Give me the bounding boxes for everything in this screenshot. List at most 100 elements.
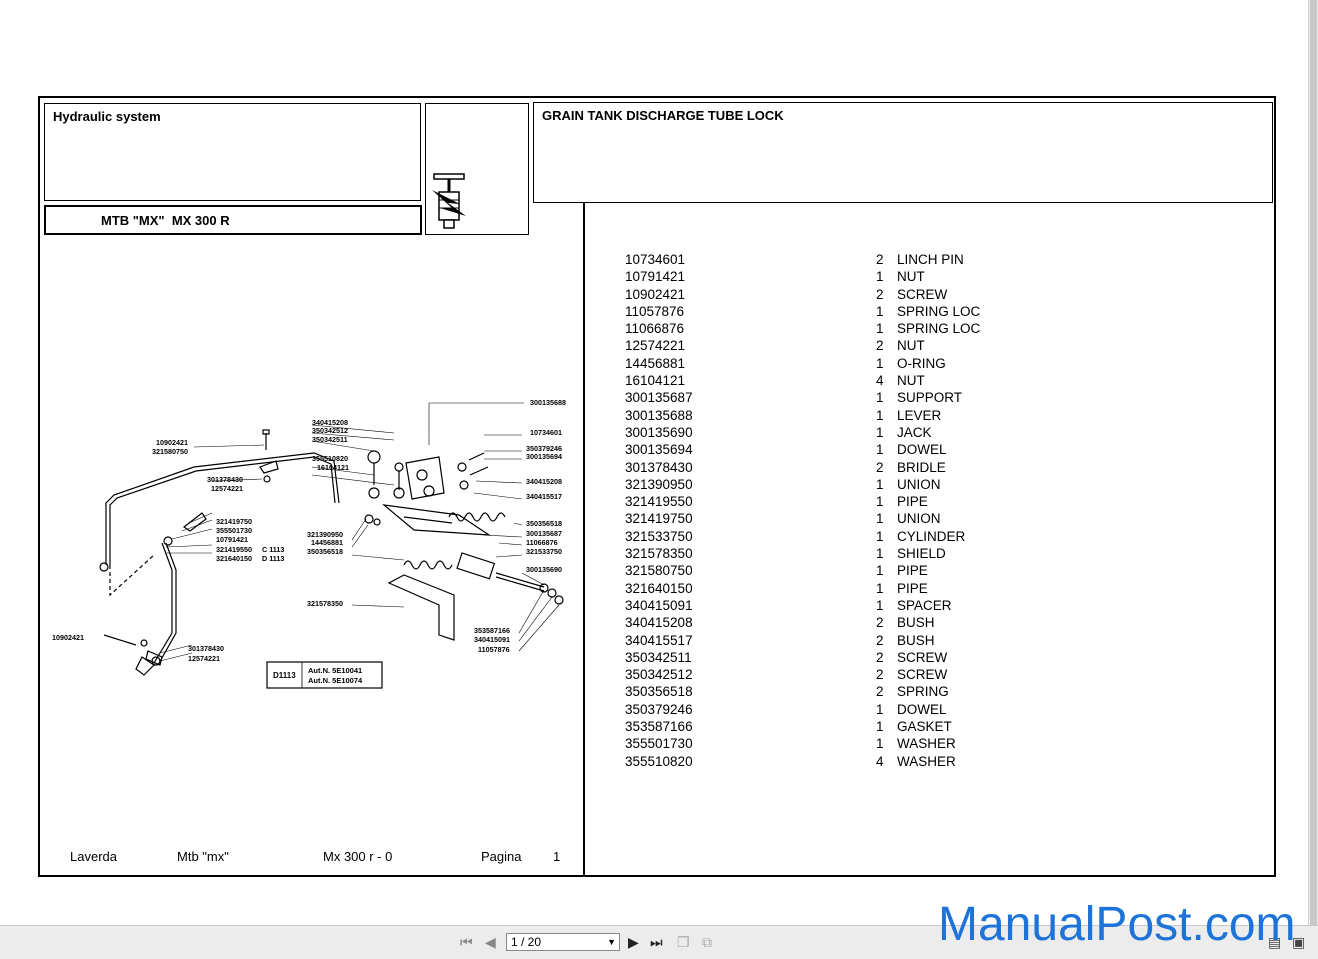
part-code: 11066876 (625, 321, 685, 337)
column-divider (583, 203, 585, 877)
diagram-label: 340415208 (312, 418, 348, 427)
vertical-scrollbar[interactable] (1308, 0, 1318, 925)
zoom-icon[interactable]: ⧉ (702, 934, 712, 950)
chevron-down-icon[interactable]: ▼ (607, 937, 616, 947)
part-desc: LEVER (897, 407, 942, 423)
diagram-label: 10902421 (156, 438, 188, 447)
part-desc: UNION (897, 476, 941, 492)
part-desc: SUPPORT (897, 390, 963, 406)
part-qty: 2 (876, 252, 884, 267)
part-desc: JACK (897, 424, 932, 440)
hydraulic-icon-box (425, 103, 529, 235)
part-desc: DOWEL (897, 701, 947, 717)
diagram-label: 12574221 (211, 484, 243, 493)
page-number-input[interactable]: 1 / 20 ▼ (506, 933, 620, 951)
part-code: 350379246 (625, 701, 693, 717)
diagram-reference-box: D1113 Aut.N. 5E10041 Aut.N. 5E10074 (266, 661, 383, 689)
part-code: 353587166 (625, 719, 693, 735)
diagram-label: 301378430 (188, 644, 224, 653)
diagram-label: 340415208 (526, 477, 562, 486)
diagram-label: 321533750 (526, 547, 562, 556)
diagram-label: 10734601 (530, 428, 562, 437)
diagram-label: 300135690 (526, 565, 562, 574)
diagram-label: 350342512 (312, 426, 348, 435)
fit-page-icon[interactable]: ▤ (1268, 934, 1282, 950)
part-desc: UNION (897, 511, 941, 527)
diagram-label: 321578350 (307, 599, 343, 608)
diagram-label: 300135694 (526, 452, 562, 461)
fit-width-icon[interactable]: ▣ (1292, 934, 1306, 950)
part-code: 350356518 (625, 684, 693, 700)
diagram-label: 10791421 (216, 535, 248, 544)
diagram-label: 340415091 (474, 635, 510, 644)
diagram-label: 350356518 (526, 519, 562, 528)
diagram-label: 10902421 (52, 633, 84, 642)
part-qty: 1 (876, 546, 884, 562)
diagram-label: 321390950 (307, 530, 343, 539)
part-desc: SPACER (897, 597, 952, 613)
part-desc: SPRING LOC (897, 321, 981, 337)
first-page-icon[interactable]: ⏮ (460, 934, 473, 950)
prev-page-icon[interactable]: ◀ (485, 934, 496, 950)
part-desc: WASHER (897, 753, 956, 769)
last-page-icon[interactable]: ⏭ (650, 934, 663, 950)
part-desc: SPRING LOC (897, 303, 981, 319)
diagram-label: 11057876 (478, 645, 510, 654)
diagram-label: D 1113 (262, 554, 284, 563)
part-code: 10734601 (625, 252, 686, 267)
viewer-toolbar: ⏮ ◀ 1 / 20 ▼ ▶ ⏭ ❐ ⧉ ▤ ▣ (0, 925, 1318, 959)
part-code: 355510820 (625, 753, 693, 769)
part-code: 10791421 (625, 269, 686, 285)
footer-page-label: Pagina (481, 849, 522, 864)
part-desc: PIPE (897, 563, 928, 579)
copy-icon[interactable]: ❐ (677, 934, 690, 950)
page-number-value: 1 / 20 (511, 935, 542, 949)
part-code: 16104121 (625, 373, 686, 389)
diagram-label: 355510820 (312, 454, 348, 463)
part-qty: 1 (876, 269, 884, 285)
diagram-label: 11066876 (526, 538, 558, 547)
model-box: MTB "MX" MX 300 R (44, 205, 422, 235)
part-qty: 1 (876, 511, 884, 527)
diagram-aut-2: Aut.N. 5E10074 (308, 676, 363, 685)
part-qty: 1 (876, 442, 884, 458)
part-code: 12574221 (625, 338, 686, 354)
part-qty: 1 (876, 476, 884, 492)
hydraulic-valve-icon (432, 173, 466, 229)
part-code: 350342511 (625, 649, 692, 665)
part-qty: 1 (876, 528, 884, 544)
diagram-label: 14456881 (311, 538, 343, 547)
part-desc: WASHER (897, 736, 956, 752)
part-qty: 2 (876, 615, 884, 631)
diagram-label: 321640150 (216, 554, 252, 563)
diagram-label: C 1113 (262, 545, 284, 554)
diagram-label: 321419550 (216, 545, 252, 554)
diagram-label: 301378430 (207, 475, 243, 484)
part-qty: 1 (876, 719, 884, 735)
part-code: 301378430 (625, 459, 693, 475)
footer-model: Mx 300 r - 0 (323, 849, 393, 864)
footer-series: Mtb "mx" (177, 849, 229, 864)
diagram-label: 300135687 (526, 529, 562, 538)
part-qty: 2 (876, 286, 884, 302)
scrollbar-thumb[interactable] (1310, 0, 1317, 925)
part-code: 300135690 (625, 424, 693, 440)
next-page-icon[interactable]: ▶ (628, 934, 639, 950)
diagram-label: 350379246 (526, 444, 562, 453)
section-title-box: Hydraulic system (44, 103, 421, 201)
part-code: 340415517 (625, 632, 693, 648)
